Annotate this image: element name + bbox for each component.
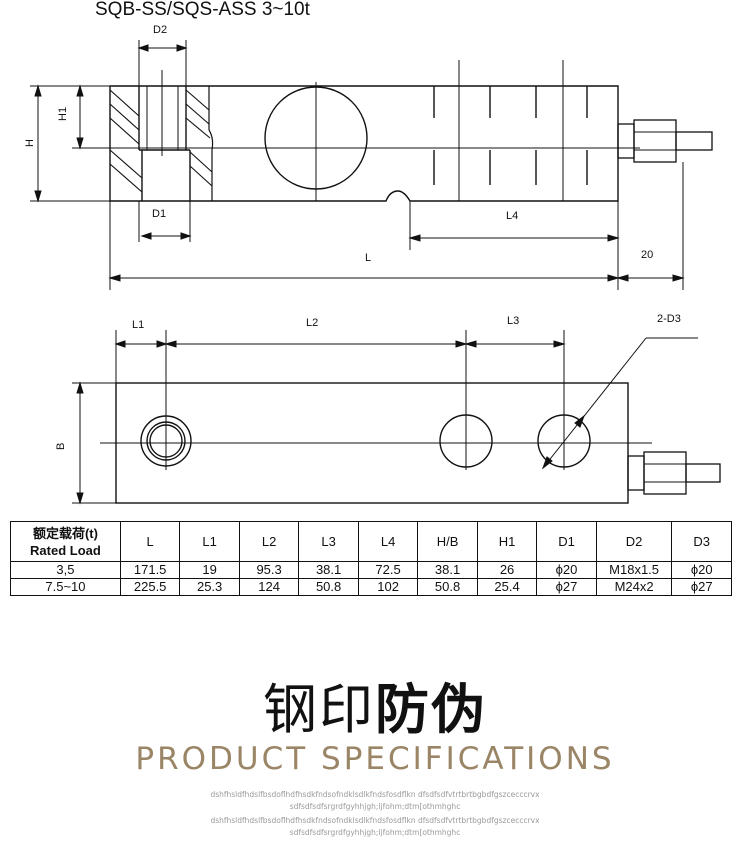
table-header-cell: D3 xyxy=(671,521,732,562)
table-header-row: 额定载荷(t) Rated Load L L1 L2 L3 L4 H/B H1 … xyxy=(10,521,732,562)
table-row: 7.5~10 225.5 25.3 124 50.8 102 50.8 25.4… xyxy=(10,578,732,596)
brand-title: 钢印防伪 xyxy=(0,665,750,744)
table-cell: 225.5 xyxy=(119,578,181,596)
dim-label-l: L xyxy=(365,252,371,264)
table-cell: ϕ20 xyxy=(671,561,732,579)
table-cell: M18x1.5 xyxy=(595,561,673,579)
table-cell: ϕ27 xyxy=(671,578,732,596)
dim-label-2-d3: 2-D3 xyxy=(657,313,681,325)
dim-label-20: 20 xyxy=(641,249,653,261)
dim-label-d2: D2 xyxy=(153,24,167,36)
table-cell: 72.5 xyxy=(357,561,419,579)
table-cell: ϕ27 xyxy=(536,578,597,596)
table-header-cell: D2 xyxy=(595,521,673,562)
dim-label-l2: L2 xyxy=(306,317,318,329)
model-title: SQB-SS/SQS-ASS 3~10t xyxy=(95,0,311,20)
filler-line: dshfhsldfhdslfbsdoflhdfhsdkfndsofndklsdl… xyxy=(210,816,540,825)
table-cell: 95.3 xyxy=(238,561,300,579)
table-cell: 50.8 xyxy=(298,578,359,596)
table-cell: 50.8 xyxy=(417,578,478,596)
table-cell: 38.1 xyxy=(298,561,359,579)
dim-label-h: H xyxy=(24,139,36,147)
table-header-cell: L xyxy=(119,521,181,562)
table-cell: M24x2 xyxy=(595,578,673,596)
dim-label-d1: D1 xyxy=(152,208,166,220)
brand-subtitle: PRODUCT SPECIFICATIONS xyxy=(135,741,615,777)
table-cell: 3,5 xyxy=(10,561,121,579)
filler-line: sdfsdfsdfsrgrdfgyhhjgh;ljfohm;dtm[othmhg… xyxy=(289,828,461,837)
table-cell: 26 xyxy=(476,561,538,579)
table-header-cell: L2 xyxy=(238,521,300,562)
dim-label-l3: L3 xyxy=(507,315,519,327)
brand-title-light: 钢印 xyxy=(263,678,375,741)
load-cell-technical-drawing: SQB-SS/SQS-ASS 3~10t xyxy=(24,0,721,505)
table-cell: 25.3 xyxy=(179,578,240,596)
table-header-cell: L3 xyxy=(298,521,359,562)
rated-load-en: Rated Load xyxy=(30,542,101,558)
table-cell: 19 xyxy=(179,561,240,579)
top-view xyxy=(72,330,721,504)
table-header-cell: L4 xyxy=(357,521,419,562)
table-cell: 102 xyxy=(357,578,419,596)
rated-load-cn: 额定载荷(t) xyxy=(32,525,98,541)
table-row: 3,5 171.5 19 95.3 38.1 72.5 38.1 26 ϕ20 … xyxy=(10,561,732,579)
table-cell: 38.1 xyxy=(417,561,478,579)
top-view-dimensions xyxy=(76,337,698,505)
table-header-cell: H/B xyxy=(417,521,478,562)
dim-label-b: B xyxy=(55,443,67,450)
table-cell: 124 xyxy=(238,578,300,596)
dim-label-l4: L4 xyxy=(506,210,518,222)
table-cell: 25.4 xyxy=(476,578,538,596)
side-view-dimensions xyxy=(34,44,685,282)
dim-label-h1: H1 xyxy=(57,107,69,121)
dim-label-l1: L1 xyxy=(132,319,144,331)
filler-line: dshfhsldfhdslfbsdoflhdfhsdkfndsofndklsdl… xyxy=(210,790,540,799)
table-header-cell: L1 xyxy=(179,521,240,562)
table-header-rated-load: 额定载荷(t) Rated Load xyxy=(10,521,121,562)
table-cell: 171.5 xyxy=(119,561,181,579)
brand-title-bold: 防伪 xyxy=(375,678,487,741)
table-cell: 7.5~10 xyxy=(10,578,121,596)
spec-table: 额定载荷(t) Rated Load L L1 L2 L3 L4 H/B H1 … xyxy=(10,521,732,596)
table-header-cell: D1 xyxy=(536,521,597,562)
table-cell: ϕ20 xyxy=(536,561,597,579)
table-header-cell: H1 xyxy=(476,521,538,562)
filler-line: sdfsdfsdfsrgrdfgyhhjgh;ljfohm;dtm[othmhg… xyxy=(289,802,461,811)
